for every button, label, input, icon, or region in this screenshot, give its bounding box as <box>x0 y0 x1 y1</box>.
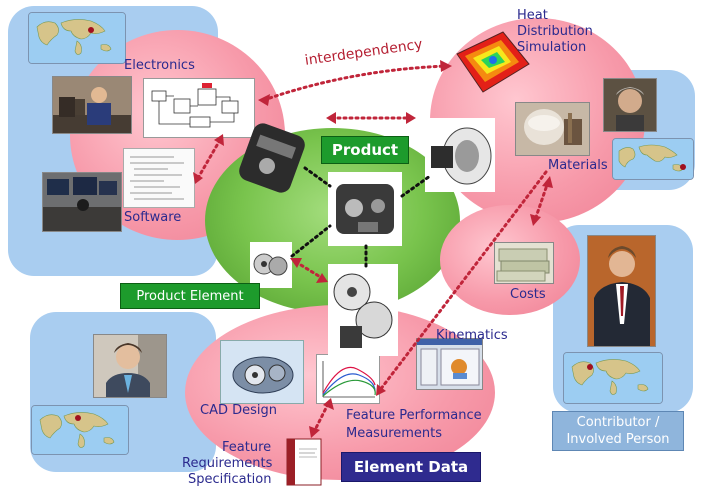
heat-map-icon <box>453 30 531 96</box>
world-map-icon <box>28 12 126 64</box>
engine-part-icon-small <box>250 242 292 288</box>
engine-part-icon <box>237 118 307 198</box>
feature-perf-label-1: Feature Performance <box>346 408 482 423</box>
document-icon <box>285 437 325 487</box>
feature-req-label-1: Feature <box>222 440 272 455</box>
person-cad-photo-icon <box>93 334 167 398</box>
chart-icon <box>316 354 380 404</box>
contributor-label-2: Involved Person <box>566 432 670 447</box>
contributor-label-1: Contributor / <box>576 415 660 430</box>
materials-photo-icon <box>515 102 590 156</box>
engine-assembly-icon <box>328 172 402 246</box>
cad-design-label: CAD Design <box>200 403 277 418</box>
office-photo-icon <box>42 172 122 232</box>
engine-part-icon-right <box>425 118 495 192</box>
contributor-box: Contributor / Involved Person <box>552 411 684 451</box>
product-element-box: Product Element <box>120 283 260 309</box>
kinematics-label: Kinematics <box>436 328 508 343</box>
costs-label: Costs <box>510 287 546 302</box>
person-photo-icon <box>52 76 132 134</box>
world-map-icon-bottom <box>31 405 129 455</box>
feature-req-label-3: Specification <box>188 472 272 487</box>
engine-part-icon-bottom <box>328 264 398 356</box>
kinematics-icon <box>416 338 483 390</box>
heat-label-2: Distribution <box>517 24 593 39</box>
software-printout-icon <box>123 148 195 208</box>
cad-design-icon <box>220 340 304 404</box>
world-map-icon-contributor <box>563 352 663 404</box>
materials-label: Materials <box>548 158 608 173</box>
element-data-box: Element Data <box>341 452 481 482</box>
heat-label-1: Heat <box>517 8 548 23</box>
circuit-diagram-icon <box>143 78 255 138</box>
scientist-photo-icon <box>603 78 657 132</box>
product-box: Product <box>321 136 409 164</box>
world-map-icon-right <box>612 138 694 180</box>
heat-label-3: Simulation <box>517 40 587 55</box>
money-icon <box>494 242 554 284</box>
software-label: Software <box>124 210 182 225</box>
feature-req-label-2: Requirements <box>182 456 273 471</box>
contributor-photo-icon <box>587 235 656 347</box>
electronics-label: Electronics <box>124 58 195 73</box>
feature-perf-label-2: Measurements <box>346 426 443 441</box>
